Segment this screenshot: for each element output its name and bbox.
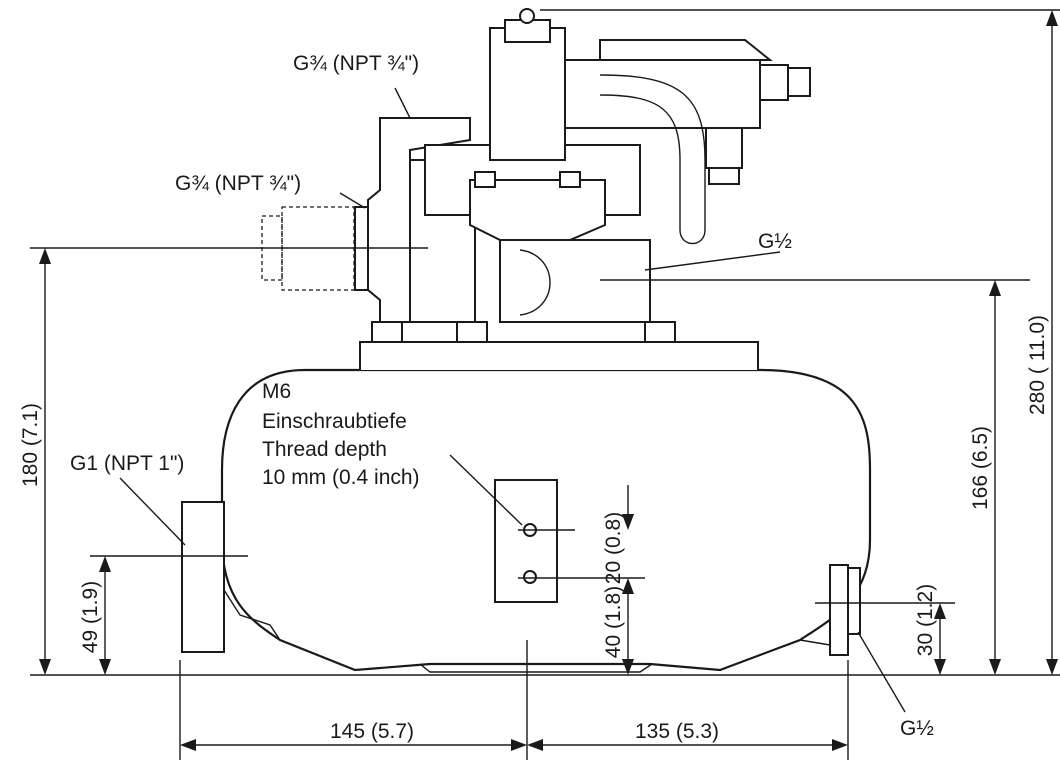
mounting-bracket (494, 479, 558, 603)
dim-lower-right-port-height: 30 (1.2) (914, 584, 937, 656)
extension-lines (30, 9, 1060, 760)
dim-overall-height: 280 ( 11.0) (1026, 315, 1049, 415)
pump-housing (367, 117, 651, 323)
dim-inlet-height: 49 (1.9) (79, 581, 102, 653)
label-side-connection: G¾ (NPT ¾") (175, 172, 301, 195)
dim-upper-right-port-height: 166 (6.5) (969, 426, 992, 510)
solenoid-valve (489, 8, 811, 245)
dim-bracket-hole-height: 40 (1.8) (602, 586, 625, 658)
dim-bracket-hole-spacing: 20 (0.8) (602, 512, 625, 584)
label-mount-note-line4: 10 mm (0.4 inch) (262, 466, 420, 489)
dimension-lines (39, 10, 1058, 751)
bolts (371, 321, 676, 343)
label-mount-note-line2: Einschraubtiefe (262, 410, 407, 433)
label-right-connection-lower: G½ (900, 717, 934, 740)
label-top-left-connection: G¾ (NPT ¾") (293, 52, 419, 75)
inlet-flange (181, 501, 281, 653)
annotations: G¾ (NPT ¾") G¾ (NPT ¾") G½ G1 (NPT 1") M… (19, 52, 1049, 743)
label-mount-note-line1: M6 (262, 380, 291, 403)
leader-lines (119, 87, 906, 713)
dim-right-width: 135 (5.3) (635, 720, 719, 743)
label-mount-note-line3: Thread depth (262, 438, 387, 461)
label-inlet-connection: G1 (NPT 1") (70, 452, 184, 475)
base-plate (359, 341, 759, 370)
dim-side-port-height: 180 (7.1) (19, 403, 42, 487)
lower-right-port (799, 564, 861, 656)
dim-left-width: 145 (5.7) (330, 720, 414, 743)
label-right-connection-upper: G½ (758, 230, 792, 253)
